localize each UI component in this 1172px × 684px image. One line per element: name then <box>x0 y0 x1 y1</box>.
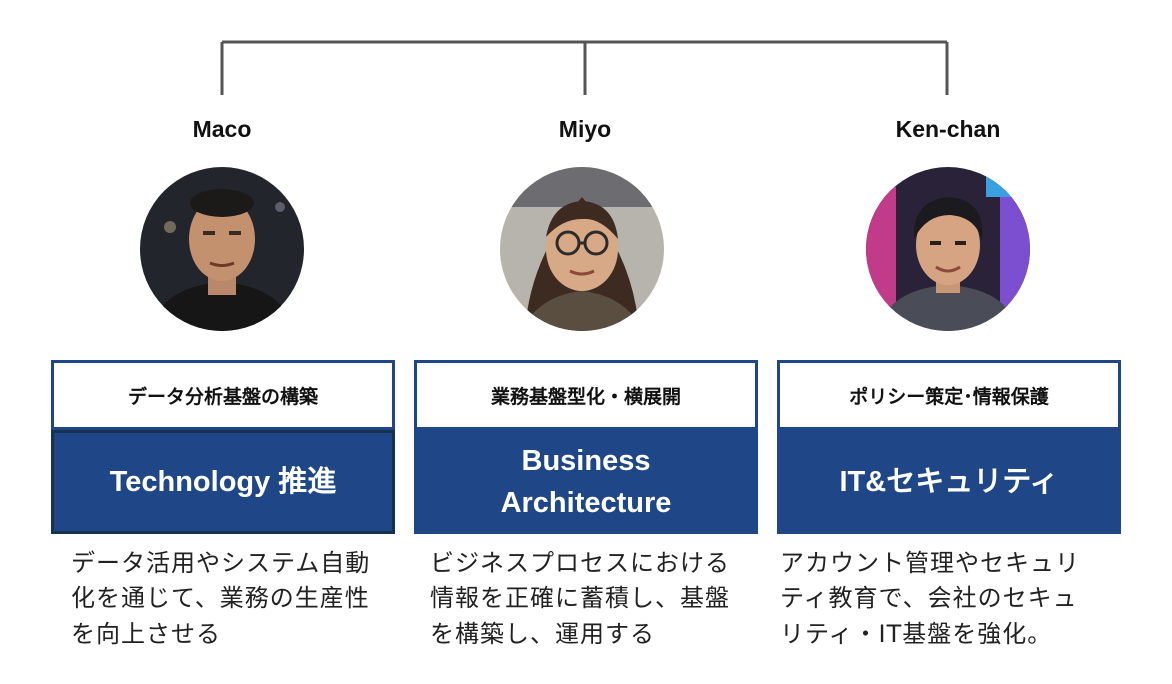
member-description-maco: データ活用やシステム自動化を通じて、業務の生産性を向上させる <box>71 549 371 648</box>
member-name-miyo: Miyo <box>558 116 612 142</box>
focus-label: Technology 推進 <box>51 430 395 534</box>
portrait-woman-icon <box>500 167 664 331</box>
member-name-maco: Maco <box>192 116 252 142</box>
focus-label: Business Architecture <box>414 430 758 534</box>
avatar-ken-chan <box>866 167 1030 331</box>
member-card-ken-chan: ポリシー策定･情報保護 IT&セキュリティ <box>777 360 1121 534</box>
member-description-miyo: ビジネスプロセスにおける情報を正確に蓄積し、基盤を構築し、運用する <box>430 549 730 648</box>
member-card-miyo: 業務基盤型化・横展開 Business Architecture <box>414 360 758 534</box>
member-description-ken-chan: アカウント管理やセキュリティ教育で、会社のセキュリティ・IT基盤を強化。 <box>780 549 1080 648</box>
focus-label: IT&セキュリティ <box>777 430 1121 534</box>
avatar-miyo <box>500 167 664 331</box>
role-label: 業務基盤型化・横展開 <box>414 360 758 430</box>
member-name-ken-chan: Ken-chan <box>895 116 1001 142</box>
member-card-maco: データ分析基盤の構築 Technology 推進 <box>51 360 395 534</box>
avatar-maco <box>140 167 304 331</box>
portrait-man-neon-icon <box>866 167 1030 331</box>
portrait-man-icon <box>140 167 304 331</box>
org-connector-lines <box>220 40 949 95</box>
role-label: ポリシー策定･情報保護 <box>777 360 1121 430</box>
role-label: データ分析基盤の構築 <box>51 360 395 430</box>
